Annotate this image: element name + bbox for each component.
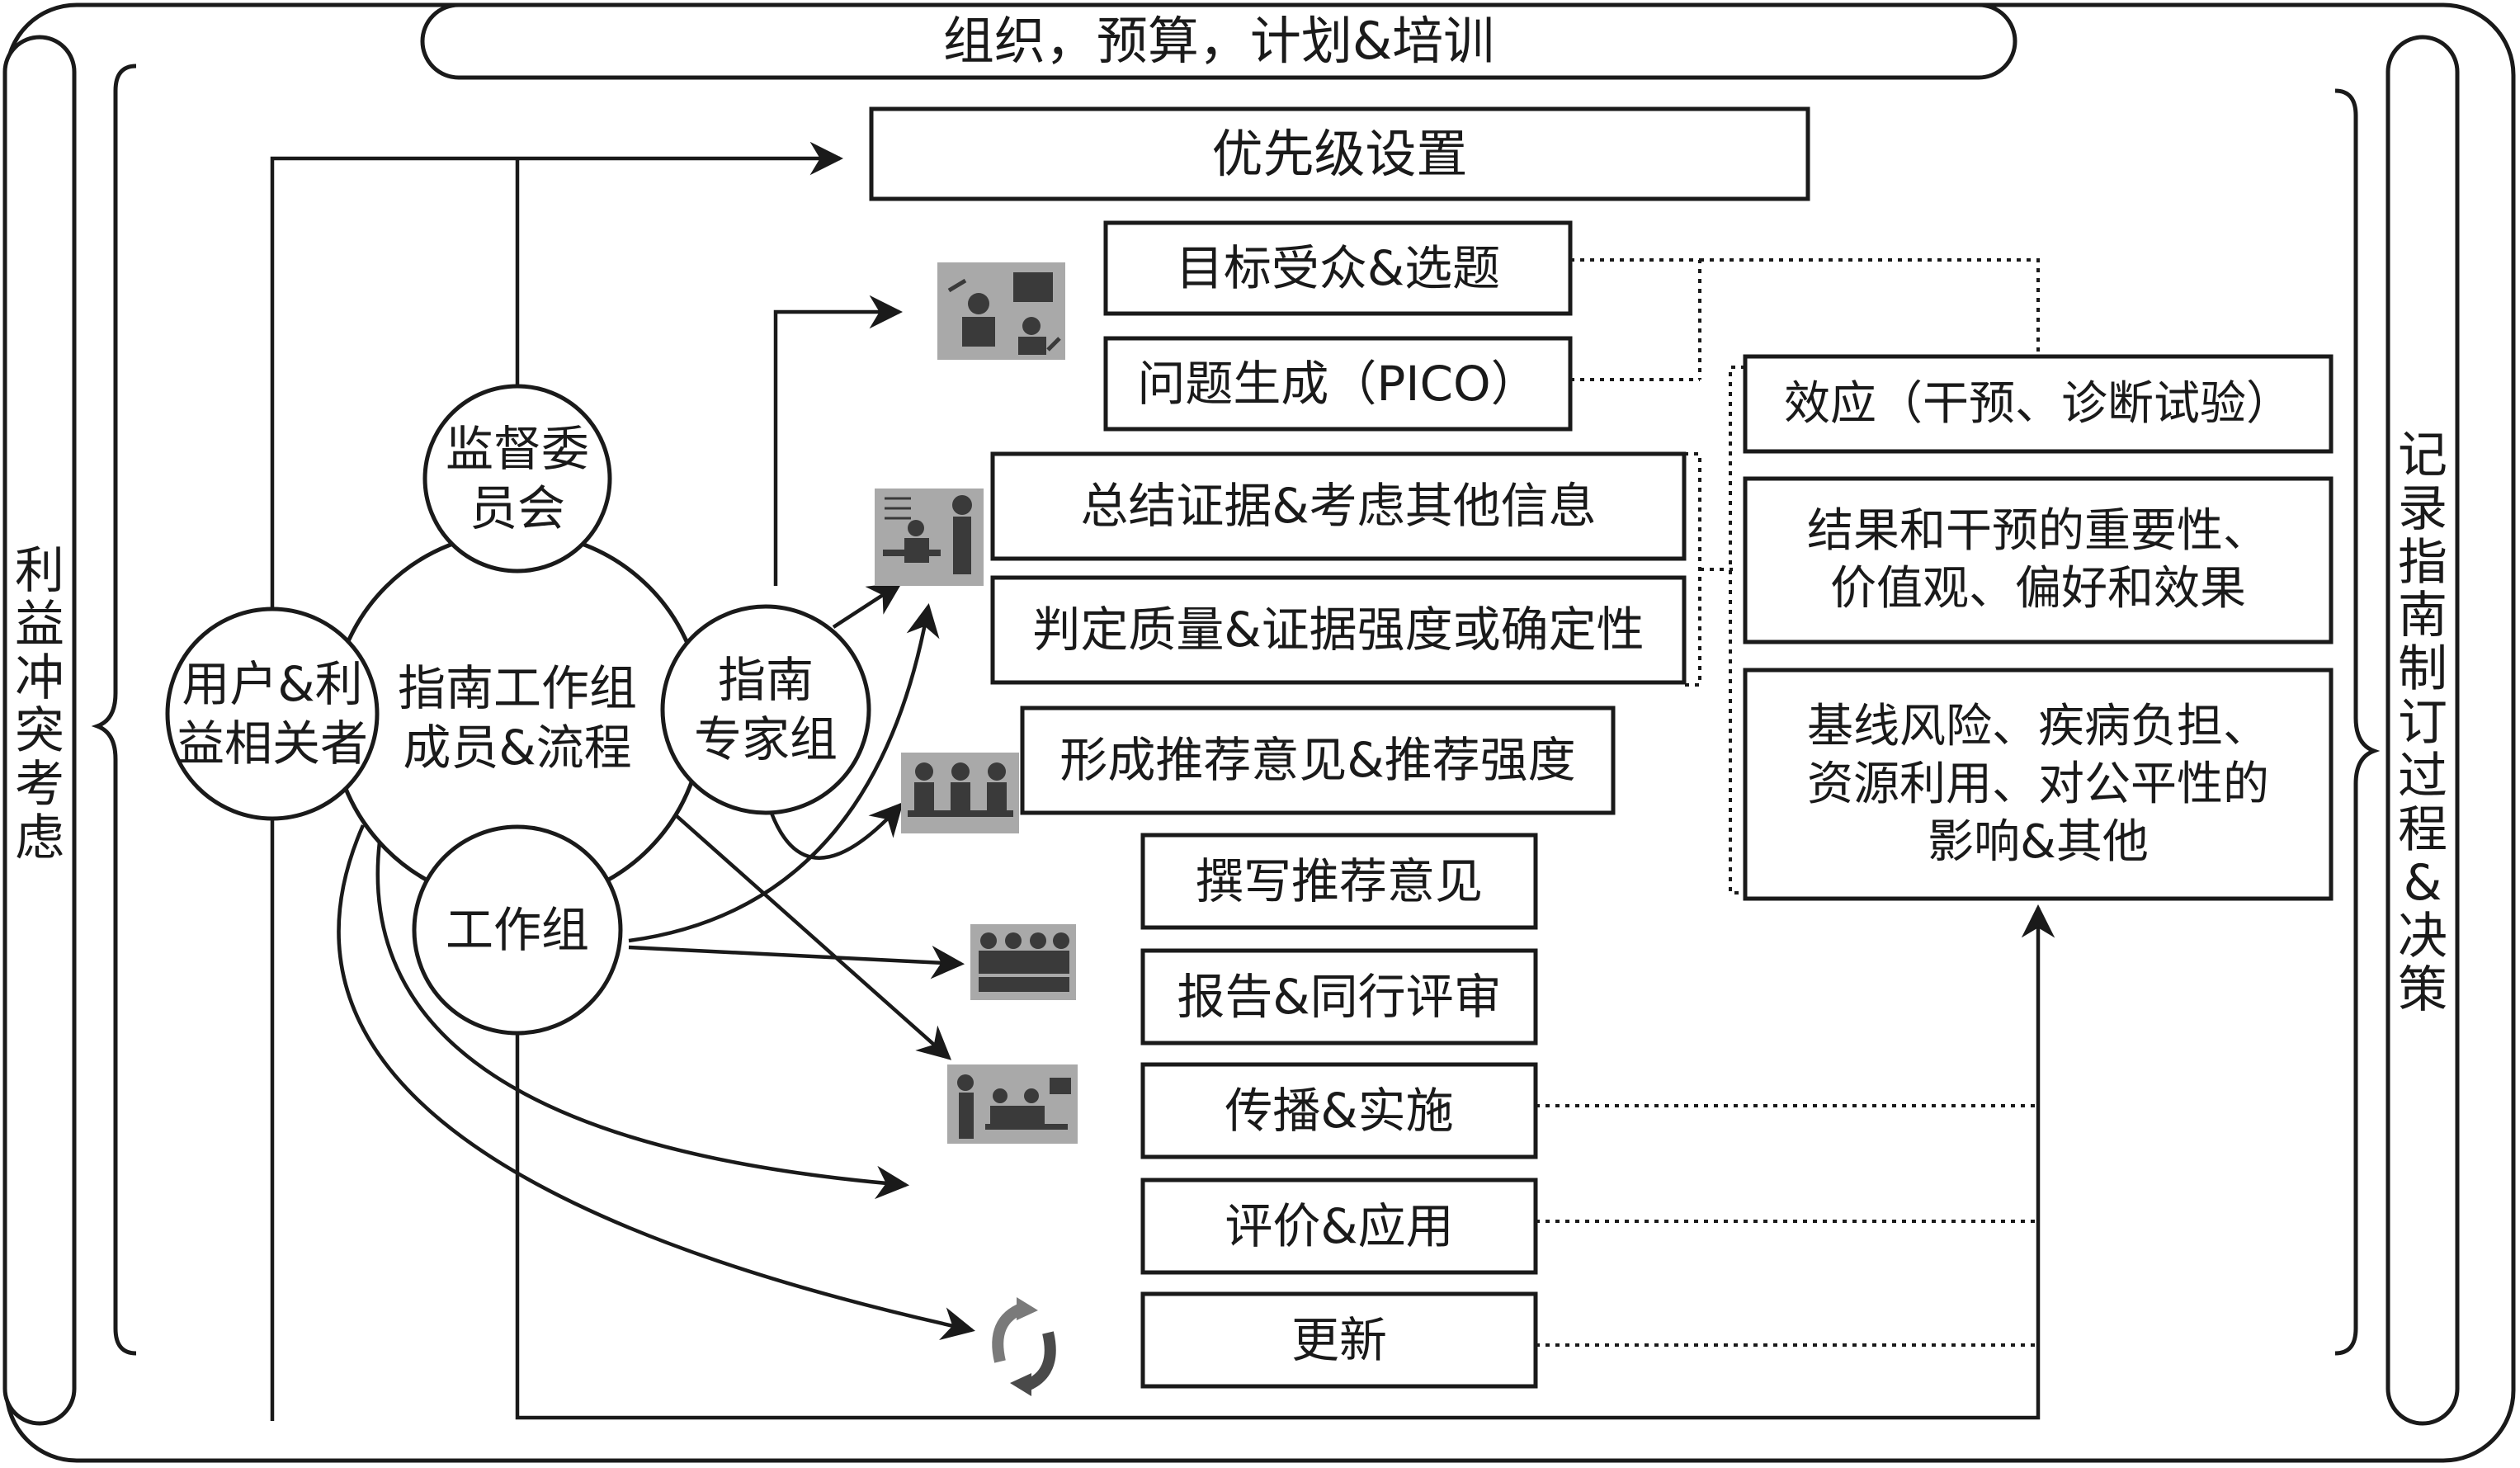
dotted-bracket-factors	[1729, 366, 1745, 894]
factor-box-baseline	[1743, 668, 2334, 901]
step-box-summarize	[990, 451, 1687, 561]
circle-label-workgroup: 工作组	[445, 901, 589, 958]
step-box-priority	[869, 106, 1810, 201]
right-vertical-label: 记录指南制订过程&决策	[2398, 427, 2447, 1019]
step-update: 更新	[1291, 1311, 1387, 1368]
step-write: 撰写推荐意见	[1195, 852, 1483, 909]
step-priority: 优先级设置	[1211, 123, 1468, 184]
step-box-disseminate	[1140, 1062, 1538, 1159]
group-work-icon	[947, 1064, 1078, 1144]
arrow-users-to-priority	[270, 141, 844, 1421]
circle-label-oversight: 监督委 员会	[445, 420, 589, 537]
circle-label-experts: 指南 专家组	[693, 651, 838, 768]
arrow-center-to-disseminate-icon	[667, 807, 952, 1060]
audience-icon	[970, 924, 1076, 1000]
step-quality: 判定质量&证据强度或确定性	[1032, 602, 1645, 658]
circle-experts	[660, 604, 871, 815]
dotted-link-audience	[1570, 258, 1701, 380]
arrow-workgroup-loop	[515, 904, 2055, 1420]
dotted-link-to-effect	[1700, 258, 2040, 356]
circle-workgroup	[412, 824, 623, 1036]
step-disseminate: 传播&实施	[1225, 1082, 1454, 1139]
factor-baseline: 基线风险、疾病负担、 资源利用、对公平性的 影响&其他	[1807, 699, 2269, 869]
arrow-workgroup-to-quality-icon	[628, 603, 940, 943]
arrow-workgroup-to-write-icon	[628, 945, 965, 979]
top-banner-box	[420, 2, 2017, 80]
step-summarize: 总结证据&考虑其他信息	[1080, 478, 1597, 535]
left-brace	[91, 64, 137, 1356]
left-vertical-label: 利益冲突考虑	[15, 542, 64, 867]
circle-label-center: 指南工作组 成员&流程	[397, 659, 637, 776]
right-strip-box	[2386, 35, 2460, 1426]
dotted-bracket-evidence	[1684, 452, 1701, 687]
step-audience: 目标受众&选题	[1175, 239, 1501, 296]
step-report: 报告&同行评审	[1177, 968, 1502, 1025]
refresh-cycle-icon	[992, 1297, 1056, 1396]
panel-discussion-icon	[901, 753, 1019, 833]
step-pico: 问题生成（PICO）	[1137, 355, 1539, 412]
circle-oversight	[422, 384, 612, 574]
step-box-write	[1140, 833, 1538, 930]
left-strip-box	[2, 35, 77, 1426]
top-banner-label: 组织，预算，计划&培训	[942, 11, 1495, 72]
arrow-center-to-evaluate	[375, 841, 910, 1200]
factor-box-importance	[1743, 476, 2334, 644]
circle-label-users: 用户&利 益相关者	[176, 655, 368, 772]
team-meeting-icon	[937, 262, 1065, 360]
step-box-audience	[1103, 220, 1573, 316]
circle-users	[165, 607, 380, 821]
step-recommend: 形成推荐意见&推荐强度	[1059, 732, 1576, 789]
factor-box-effect	[1743, 354, 2334, 454]
presenter-icon	[875, 489, 984, 586]
right-brace	[2334, 88, 2381, 1356]
step-box-report	[1140, 948, 1538, 1046]
factor-effect: 效应（干预、诊断试验）	[1784, 376, 2292, 431]
step-box-update	[1140, 1291, 1538, 1389]
step-evaluate: 评价&应用	[1225, 1197, 1454, 1254]
arrow-center-to-update	[337, 824, 975, 1340]
step-box-evaluate	[1140, 1178, 1538, 1275]
factor-importance: 结果和干预的重要性、 价值观、偏好和效果	[1807, 504, 2269, 616]
arrow-experts-to-audience-icon	[773, 295, 904, 586]
arrow-experts-to-summarize-icon	[832, 582, 903, 629]
step-box-quality	[990, 575, 1687, 685]
step-box-recommend	[1020, 706, 1616, 815]
step-box-pico	[1103, 336, 1573, 432]
